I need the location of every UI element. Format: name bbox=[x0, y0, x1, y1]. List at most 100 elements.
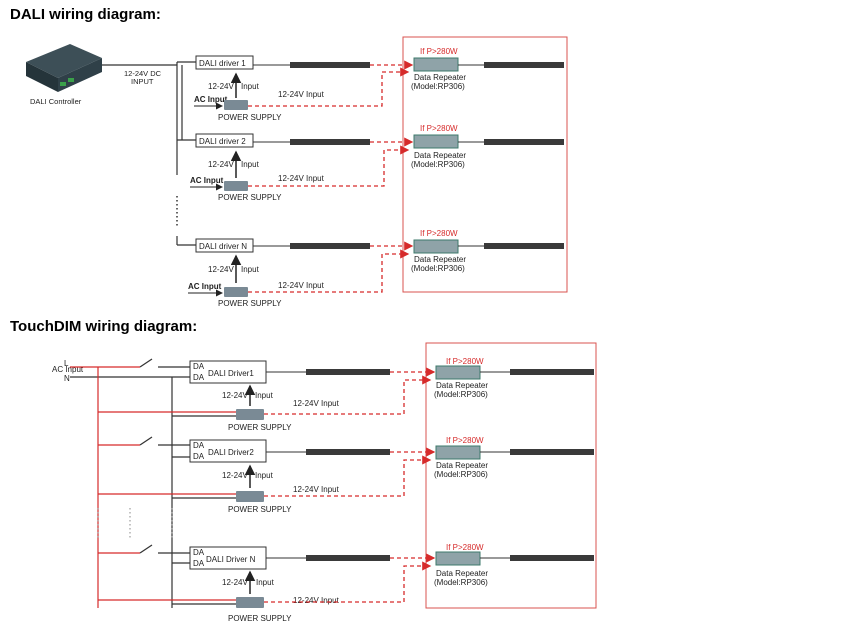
ac-input-label: AC Input bbox=[188, 282, 222, 291]
led-strip bbox=[510, 555, 594, 561]
dc-input-label: 12-24V Input bbox=[293, 399, 340, 408]
voltage-label: 12-24V bbox=[222, 578, 248, 587]
dali-controller-label: DALI Controller bbox=[30, 97, 82, 106]
data-repeater-model: (Model:RP306) bbox=[434, 578, 488, 587]
data-repeater-label: Data Repeater bbox=[414, 255, 466, 264]
power-threshold-label: If P>280W bbox=[446, 543, 484, 552]
power-threshold-label: If P>280W bbox=[420, 124, 458, 133]
touchdim-driver-2-box bbox=[189, 439, 267, 463]
touchdim-ac-input: AC Input L N bbox=[52, 359, 84, 383]
touchdim-repeater-panel bbox=[425, 342, 597, 609]
input-label: Input bbox=[241, 265, 260, 274]
led-strip bbox=[306, 555, 390, 561]
power-threshold-label: If P>280W bbox=[420, 47, 458, 56]
dali-dc-input-label-2: INPUT bbox=[131, 77, 154, 86]
line-label: L bbox=[64, 359, 69, 368]
power-supply-label: POWER SUPPLY bbox=[228, 614, 292, 623]
touchdim-continuation-dots bbox=[97, 508, 173, 540]
input-label: Input bbox=[255, 471, 274, 480]
power-supply-icon bbox=[224, 181, 248, 191]
led-strip bbox=[510, 369, 594, 375]
data-repeater-icon bbox=[435, 551, 481, 566]
data-repeater-label: Data Repeater bbox=[436, 461, 488, 470]
data-repeater-model: (Model:RP306) bbox=[411, 160, 465, 169]
data-repeater-icon bbox=[435, 445, 481, 460]
power-supply-icon bbox=[236, 409, 264, 420]
power-supply-icon bbox=[224, 287, 248, 297]
led-strip bbox=[290, 139, 370, 145]
power-threshold-label: If P>280W bbox=[446, 436, 484, 445]
voltage-label: 12-24V bbox=[208, 82, 234, 91]
dali-dc-input-label: 12-24V DC bbox=[124, 69, 162, 78]
da-terminal-label: DA bbox=[193, 548, 205, 557]
dc-input-label: 12-24V Input bbox=[278, 90, 325, 99]
dali-driver-1-label: DALI driver 1 bbox=[199, 59, 246, 68]
power-supply-icon bbox=[224, 100, 248, 110]
input-label: Input bbox=[255, 391, 274, 400]
dc-input-label: 12-24V Input bbox=[293, 596, 340, 605]
power-supply-label: POWER SUPPLY bbox=[228, 423, 292, 432]
power-supply-label: POWER SUPPLY bbox=[218, 299, 282, 308]
dali-row-1: DALI driver 1 12-24V Input 12-24V Input … bbox=[194, 47, 564, 122]
data-repeater-icon bbox=[413, 134, 459, 149]
dali-driver-n-label: DALI driver N bbox=[199, 242, 247, 251]
touchdim-row-2: DA DA DALI Driver2 12-24V Input 12-24V I… bbox=[189, 436, 594, 514]
touchdim-row-1: DA DA DALI Driver1 12-24V Input 12-24V I… bbox=[189, 357, 594, 432]
touchdim-driver-1-label: DALI Driver1 bbox=[208, 369, 254, 378]
led-strip bbox=[510, 449, 594, 455]
data-repeater-model: (Model:RP306) bbox=[434, 390, 488, 399]
ac-input-label: AC Input bbox=[194, 95, 228, 104]
dali-repeater-panel bbox=[402, 36, 568, 293]
input-label: Input bbox=[241, 160, 260, 169]
dc-input-label: 12-24V Input bbox=[278, 281, 325, 290]
dali-row-2: DALI driver 2 12-24V Input 12-24V Input … bbox=[190, 124, 564, 202]
touchdim-ac-input-label: AC Input bbox=[52, 365, 84, 374]
da-terminal-label: DA bbox=[193, 373, 205, 382]
power-supply-icon bbox=[236, 491, 264, 502]
led-strip bbox=[290, 243, 370, 249]
data-repeater-model: (Model:RP306) bbox=[411, 264, 465, 273]
led-strip bbox=[484, 139, 564, 145]
da-terminal-label: DA bbox=[193, 441, 205, 450]
dali-driver-2-box bbox=[195, 133, 254, 148]
touchdim-diagram-title: TouchDIM wiring diagram: bbox=[10, 318, 198, 335]
ac-input-label: AC Input bbox=[190, 176, 224, 185]
da-terminal-label: DA bbox=[193, 452, 205, 461]
led-strip bbox=[484, 62, 564, 68]
power-supply-icon bbox=[236, 597, 264, 608]
dali-bus bbox=[102, 61, 196, 246]
data-repeater-icon bbox=[435, 365, 481, 380]
data-repeater-label: Data Repeater bbox=[414, 151, 466, 160]
dali-driver-2-label: DALI driver 2 bbox=[199, 137, 246, 146]
touchdim-driver-2-label: DALI Driver2 bbox=[208, 448, 254, 457]
led-strip bbox=[484, 243, 564, 249]
touchdim-row-n: DA DA DALI Driver N 12-24V Input 12-24V … bbox=[189, 543, 594, 623]
data-repeater-icon bbox=[413, 57, 459, 72]
touchdim-mains-wiring bbox=[70, 358, 236, 608]
led-strip bbox=[306, 369, 390, 375]
power-threshold-label: If P>280W bbox=[420, 229, 458, 238]
da-terminal-label: DA bbox=[193, 362, 205, 371]
dc-input-label: 12-24V Input bbox=[278, 174, 325, 183]
data-repeater-label: Data Repeater bbox=[436, 381, 488, 390]
dc-input-label: 12-24V Input bbox=[293, 485, 340, 494]
voltage-label: 12-24V bbox=[222, 391, 248, 400]
voltage-label: 12-24V bbox=[222, 471, 248, 480]
dali-diagram-title: DALI wiring diagram: bbox=[10, 6, 161, 23]
dali-controller: DALI Controller bbox=[26, 44, 102, 106]
power-threshold-label: If P>280W bbox=[446, 357, 484, 366]
power-supply-label: POWER SUPPLY bbox=[218, 113, 282, 122]
dali-row-n: DALI driver N 12-24V Input 12-24V Input … bbox=[188, 229, 564, 308]
voltage-label: 12-24V bbox=[208, 265, 234, 274]
neutral-label: N bbox=[64, 374, 70, 383]
touchdim-driver-n-label: DALI Driver N bbox=[206, 555, 256, 564]
data-repeater-icon bbox=[413, 239, 459, 254]
data-repeater-model: (Model:RP306) bbox=[411, 82, 465, 91]
led-strip bbox=[306, 449, 390, 455]
da-terminal-label: DA bbox=[193, 559, 205, 568]
data-repeater-label: Data Repeater bbox=[414, 73, 466, 82]
data-repeater-label: Data Repeater bbox=[436, 569, 488, 578]
input-label: Input bbox=[256, 578, 275, 587]
led-strip bbox=[290, 62, 370, 68]
